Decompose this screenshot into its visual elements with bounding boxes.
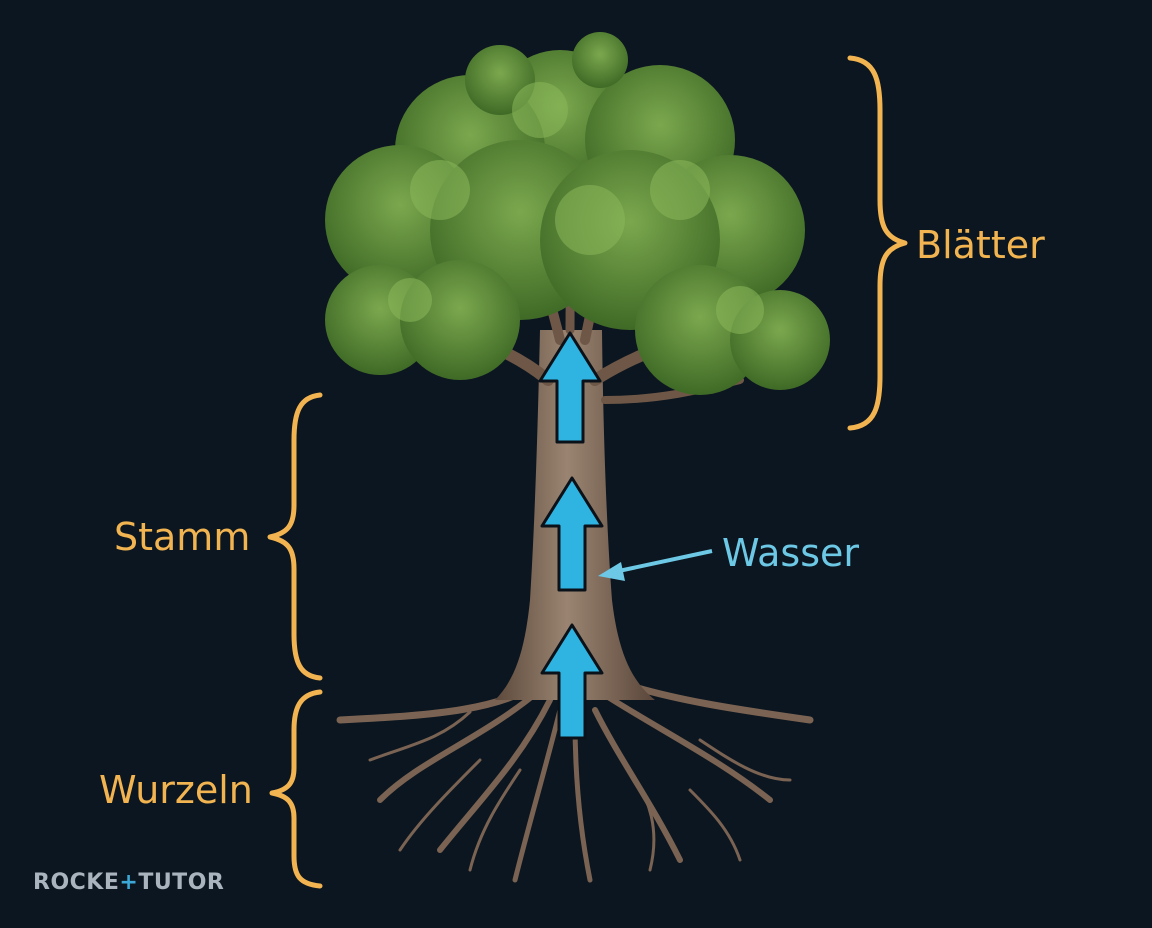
brace-trunk — [267, 392, 323, 681]
flow-arrow — [538, 331, 602, 444]
water-flow-arrows — [538, 331, 604, 740]
label-roots: Wurzeln — [99, 768, 253, 812]
label-trunk: Stamm — [114, 515, 251, 559]
logo-text-left: ROCKE — [33, 870, 120, 895]
flow-arrow — [540, 623, 604, 740]
brace-leaves — [847, 55, 908, 431]
label-leaves: Blätter — [916, 223, 1045, 267]
label-water: Wasser — [722, 531, 860, 575]
brace-roots — [269, 689, 323, 889]
logo-text-right: TUTOR — [138, 870, 225, 895]
logo-plus: + — [119, 870, 139, 895]
brand-logo: ROCKE+TUTOR — [33, 872, 224, 894]
roots — [336, 676, 814, 883]
water-pointer — [598, 549, 713, 581]
foliage-highlights — [388, 82, 764, 334]
braces — [267, 55, 908, 889]
flow-arrow — [540, 476, 604, 592]
